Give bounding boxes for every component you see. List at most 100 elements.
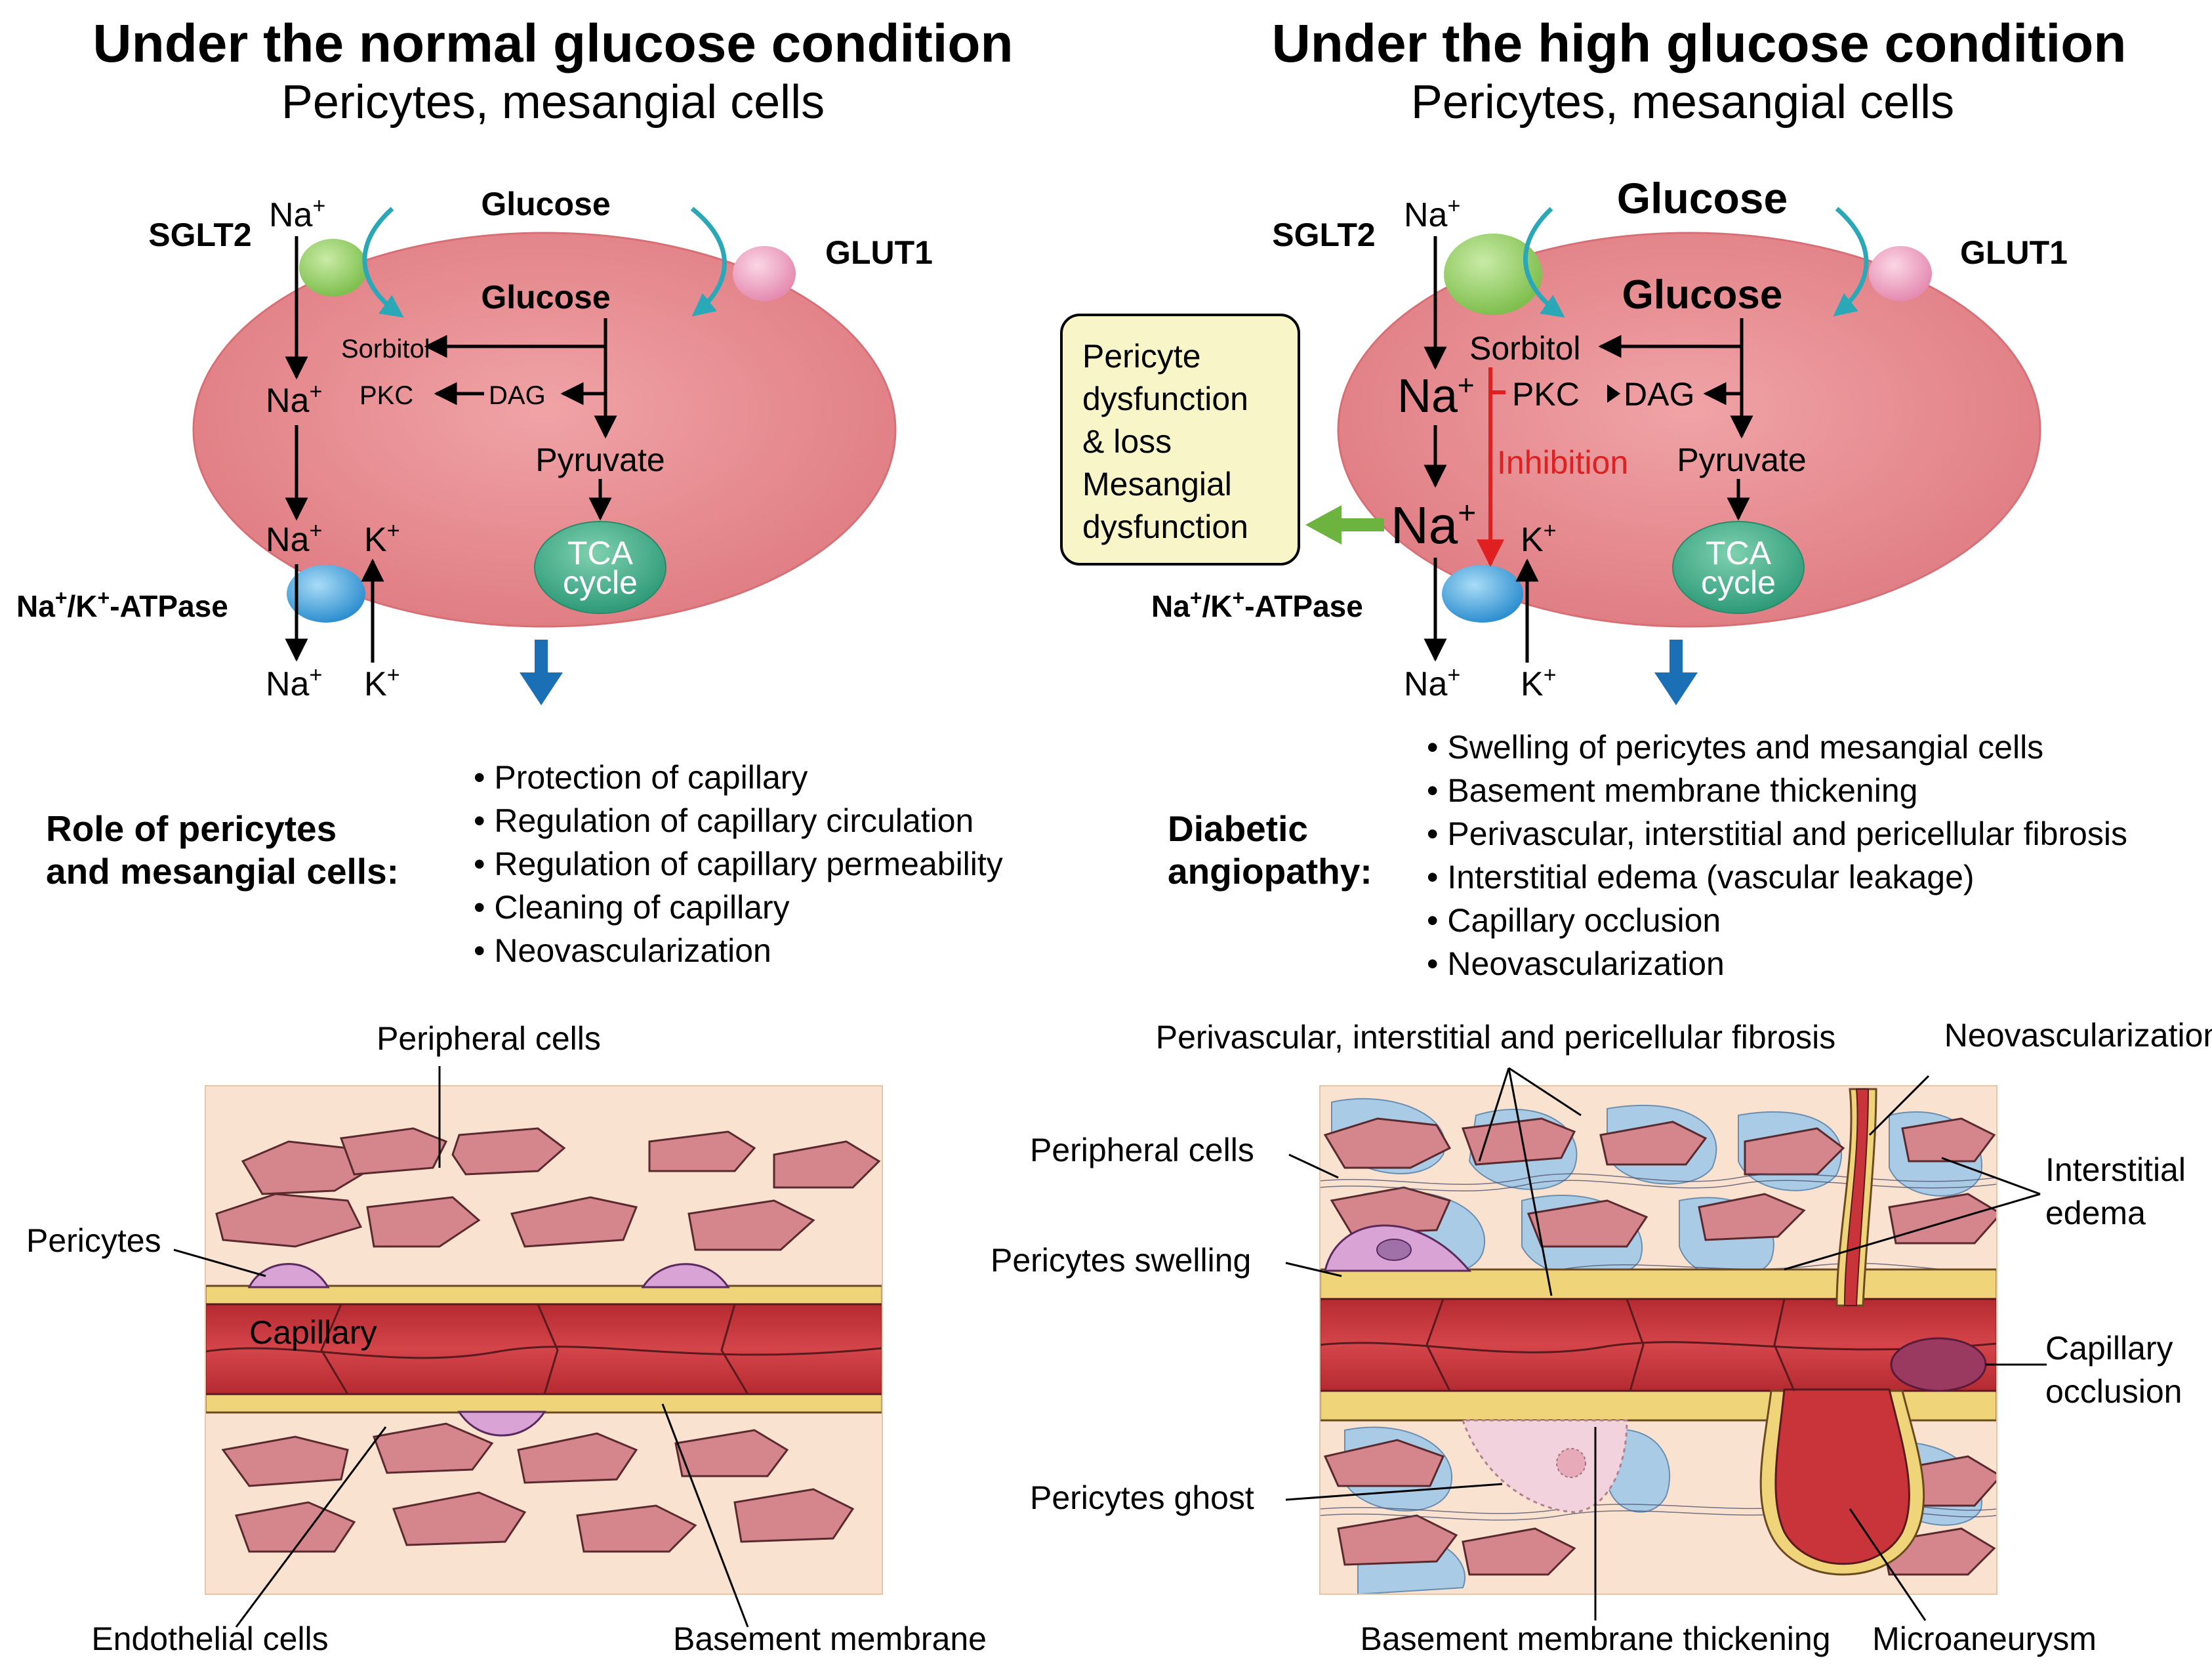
right-tissue-illustration bbox=[1320, 1086, 1997, 1594]
left-label-pericytes: Pericytes bbox=[26, 1222, 161, 1259]
right-glut1-label: GLUT1 bbox=[1960, 234, 2068, 271]
right-pkc: PKC bbox=[1512, 376, 1580, 413]
right-box-line-0: Pericyte bbox=[1082, 338, 1201, 375]
right-label-peripheral: Peripheral cells bbox=[1030, 1132, 1254, 1168]
left-glucose-inside: Glucose bbox=[481, 279, 610, 316]
right-down-arrow-icon bbox=[1654, 640, 1698, 705]
left-tissue-frame bbox=[205, 1085, 883, 1595]
right-na-label-2: Na+ bbox=[1397, 369, 1475, 422]
right-inhibition-label: Inhibition bbox=[1497, 444, 1628, 481]
left-glut1-transporter bbox=[733, 246, 796, 301]
left-pyruvate: Pyruvate bbox=[535, 442, 665, 478]
left-label-peripheral: Peripheral cells bbox=[377, 1020, 601, 1057]
right-sglt2-label: SGLT2 bbox=[1272, 216, 1375, 253]
left-glucose-outside: Glucose bbox=[481, 186, 610, 222]
right-box-line-3: Mesangial bbox=[1082, 466, 1232, 503]
left-k-label-2: K+ bbox=[364, 663, 400, 703]
left-atpase-pump bbox=[287, 565, 365, 623]
left-label-endothelial: Endothelial cells bbox=[91, 1620, 328, 1657]
right-glucose-outside: Glucose bbox=[1617, 174, 1788, 222]
right-bullet-2: • Perivascular, interstitial and pericel… bbox=[1427, 815, 2127, 852]
left-label-capillary: Capillary bbox=[249, 1314, 377, 1351]
left-bullet-2: • Regulation of capillary permeability bbox=[474, 846, 1003, 882]
right-atpase-label: Na+/K+-ATPase bbox=[1151, 586, 1363, 623]
right-label-fibrosis: Perivascular, interstitial and pericellu… bbox=[1156, 1019, 1836, 1056]
right-box-line-1: dysfunction bbox=[1082, 381, 1248, 417]
right-glut1-transporter bbox=[1869, 246, 1932, 301]
left-role-line2: and mesangial cells: bbox=[46, 851, 399, 892]
right-label-thickening: Basement membrane thickening bbox=[1360, 1620, 1830, 1657]
right-box-line-4: dysfunction bbox=[1082, 508, 1248, 545]
left-panel: Under the normal glucose condition Peric… bbox=[16, 14, 1014, 1657]
left-glut1-label: GLUT1 bbox=[825, 234, 933, 271]
right-dysfunction-box bbox=[1060, 314, 1300, 566]
right-angio-line1: Diabetic bbox=[1168, 808, 1308, 849]
right-panel: Under the high glucose condition Pericyt… bbox=[991, 14, 2212, 1657]
left-label-basement: Basement membrane bbox=[673, 1620, 987, 1657]
right-label-ghost: Pericytes ghost bbox=[1030, 1479, 1254, 1516]
right-sglt2-transporter bbox=[1444, 234, 1542, 315]
right-k-label-2: K+ bbox=[1521, 663, 1557, 703]
right-angio-line2: angiopathy: bbox=[1168, 851, 1372, 892]
right-bullet-3: • Interstitial edema (vascular leakage) bbox=[1427, 859, 1975, 896]
left-na-label-2: Na+ bbox=[266, 379, 322, 420]
right-bullet-0: • Swelling of pericytes and mesangial ce… bbox=[1427, 729, 2043, 766]
right-label-microaneurysm: Microaneurysm bbox=[1872, 1620, 2097, 1657]
right-label-swelling: Pericytes swelling bbox=[991, 1242, 1251, 1279]
right-bullet-4: • Capillary occlusion bbox=[1427, 902, 1721, 939]
left-na-label-4: Na+ bbox=[266, 663, 322, 703]
left-down-arrow-icon bbox=[520, 640, 563, 705]
right-green-arrow-icon bbox=[1305, 505, 1384, 545]
right-title: Under the high glucose condition bbox=[1272, 14, 2127, 73]
right-bullet-5: • Neovascularization bbox=[1427, 945, 1725, 982]
left-pkc: PKC bbox=[359, 381, 413, 410]
left-sorbitol: Sorbitol bbox=[341, 335, 430, 363]
left-tca-line1: TCA bbox=[567, 535, 634, 571]
left-dag: DAG bbox=[489, 381, 546, 410]
left-sglt2-label: SGLT2 bbox=[148, 216, 251, 253]
left-k-label-1: K+ bbox=[364, 518, 400, 559]
right-label-edema2: edema bbox=[2045, 1195, 2146, 1231]
left-subtitle: Pericytes, mesangial cells bbox=[281, 76, 825, 129]
left-glucose-import-arrow-glut1 bbox=[690, 207, 727, 317]
right-label-edema1: Interstitial bbox=[2045, 1151, 2186, 1188]
left-role-line1: Role of pericytes bbox=[46, 808, 337, 849]
left-bullet-0: • Protection of capillary bbox=[474, 759, 808, 796]
right-dag: DAG bbox=[1624, 376, 1694, 413]
right-label-neovasc: Neovascularization bbox=[1944, 1017, 2212, 1054]
left-title: Under the normal glucose condition bbox=[92, 14, 1013, 73]
left-tissue-illustration bbox=[205, 1086, 882, 1594]
right-pkc-arrowhead bbox=[1607, 384, 1620, 403]
left-na-label-1: Na+ bbox=[269, 194, 325, 234]
right-tca-line2: cycle bbox=[1701, 564, 1776, 601]
right-subtitle: Pericytes, mesangial cells bbox=[1411, 76, 1954, 129]
left-cell-body bbox=[192, 232, 897, 628]
right-cell-body bbox=[1337, 232, 2041, 628]
right-na-label-3: Na+ bbox=[1391, 496, 1476, 554]
right-k-label-1: K+ bbox=[1521, 518, 1557, 559]
right-glucose-import-arrow-sglt2 bbox=[1523, 207, 1565, 318]
right-tissue-frame bbox=[1319, 1085, 1997, 1595]
right-label-occlusion2: occlusion bbox=[2045, 1373, 2182, 1410]
right-sorbitol: Sorbitol bbox=[1469, 330, 1581, 367]
right-pyruvate: Pyruvate bbox=[1677, 442, 1806, 478]
right-na-label-1: Na+ bbox=[1404, 194, 1460, 234]
right-bullet-1: • Basement membrane thickening bbox=[1427, 772, 1917, 809]
left-bullet-1: • Regulation of capillary circulation bbox=[474, 802, 973, 839]
left-na-label-3: Na+ bbox=[266, 518, 322, 559]
right-glucose-import-arrow-glut1 bbox=[1833, 207, 1869, 317]
left-glucose-import-arrow-sglt2 bbox=[362, 207, 404, 318]
right-tca-line1: TCA bbox=[1706, 535, 1772, 571]
right-box-line-2: & loss bbox=[1082, 423, 1172, 460]
right-na-label-4: Na+ bbox=[1404, 663, 1460, 703]
right-atpase-pump bbox=[1442, 565, 1523, 623]
left-tca-cycle-shape bbox=[534, 521, 666, 614]
left-tca-line2: cycle bbox=[563, 564, 638, 601]
left-sglt2-transporter bbox=[299, 239, 367, 297]
right-tca-cycle-shape bbox=[1672, 521, 1805, 614]
right-label-occlusion1: Capillary bbox=[2045, 1330, 2173, 1367]
left-atpase-label: Na+/K+-ATPase bbox=[16, 586, 228, 623]
left-bullet-4: • Neovascularization bbox=[474, 932, 771, 969]
right-glucose-inside: Glucose bbox=[1622, 272, 1783, 318]
